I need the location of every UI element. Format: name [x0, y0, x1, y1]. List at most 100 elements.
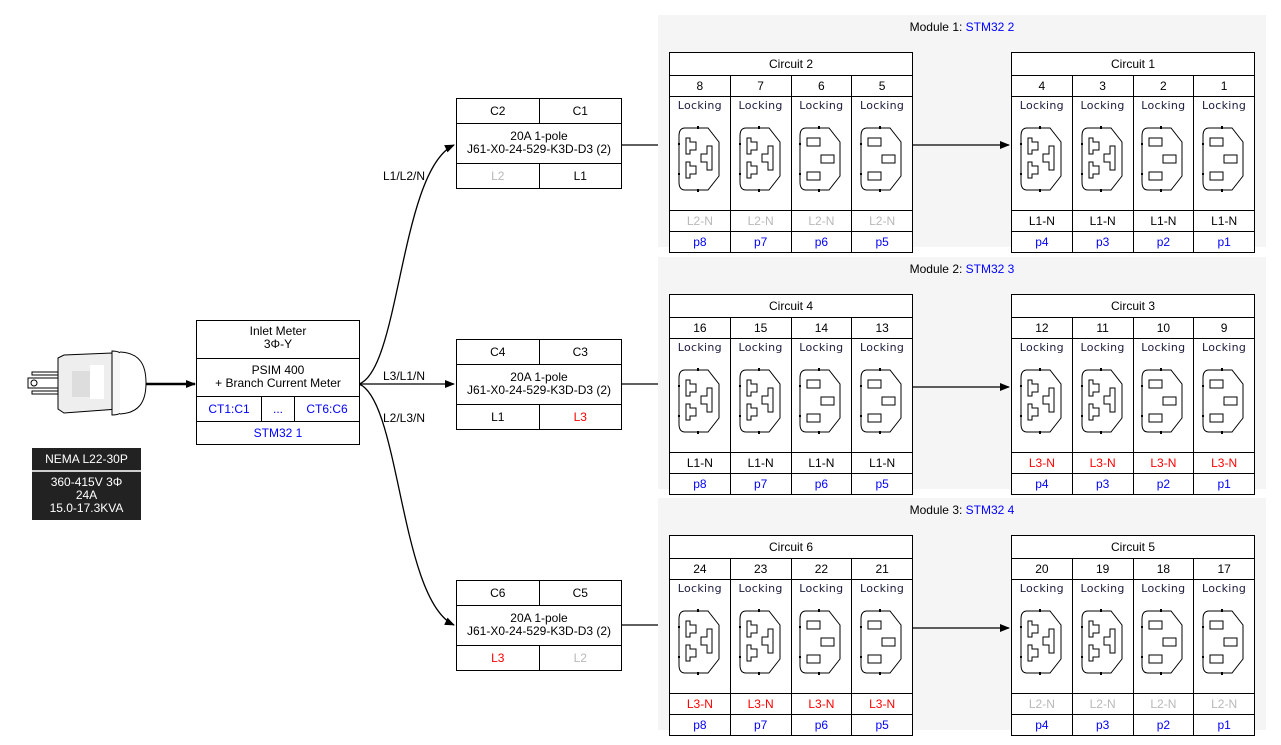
outlet-number: 5	[852, 76, 912, 97]
outlet-phase: L3-N	[1072, 453, 1133, 474]
outlet-phase: L3-N	[791, 694, 852, 715]
outlet-port-link[interactable]: p5	[875, 477, 889, 491]
outlet-port-link[interactable]: p2	[1156, 477, 1171, 491]
outlet-number: 13	[852, 318, 912, 339]
breaker-left-id: C6	[457, 581, 540, 605]
ct-ellipsis-link[interactable]: ...	[262, 397, 295, 421]
circuit-link-arrow	[913, 141, 1010, 149]
outlet-4[interactable]: 4 Locking L1-N p4	[1012, 76, 1073, 252]
outlet-port-link[interactable]: p7	[753, 718, 768, 732]
outlet-port-link[interactable]: p5	[875, 235, 889, 249]
outlet-type: Locking	[860, 341, 905, 354]
outlet-7[interactable]: 7 Locking L2-N p7	[730, 76, 792, 252]
outlet-18[interactable]: 18 Locking L2-N p2	[1133, 559, 1195, 735]
outlet-2[interactable]: 2 Locking L1-N p2	[1133, 76, 1195, 252]
module-controller-link[interactable]: STM32 4	[965, 503, 1015, 517]
c19-locking-receptacle-icon	[670, 362, 730, 440]
outlet-port-link[interactable]: p1	[1217, 235, 1231, 249]
outlet-23[interactable]: 23 Locking L3-N p7	[730, 559, 792, 735]
module-title-prefix: Module 2:	[909, 262, 966, 276]
outlet-port-link[interactable]: p3	[1095, 235, 1110, 249]
module-controller-link[interactable]: STM32 3	[965, 262, 1015, 276]
circuit-link-arrow	[913, 624, 1010, 632]
c13-locking-receptacle-icon	[1134, 120, 1194, 198]
outlet-13[interactable]: 13 Locking L1-N p5	[852, 318, 912, 494]
breaker-rating: 20A 1-pole	[510, 611, 568, 625]
outlet-port-link[interactable]: p8	[693, 718, 707, 732]
outlet-number: 1	[1194, 76, 1254, 97]
outlet-number: 18	[1133, 559, 1194, 580]
outlet-number: 21	[852, 559, 912, 580]
breaker-left-phase: L3	[457, 646, 540, 670]
outlet-3[interactable]: 3 Locking L1-N p3	[1072, 76, 1134, 252]
outlet-port-link[interactable]: p4	[1035, 235, 1049, 249]
outlet-port-link[interactable]: p4	[1035, 718, 1049, 732]
outlet-phase: L3-N	[670, 694, 730, 715]
outlet-24[interactable]: 24 Locking L3-N p8	[670, 559, 731, 735]
outlet-port-link[interactable]: p4	[1035, 477, 1049, 491]
outlet-port-link[interactable]: p3	[1095, 718, 1110, 732]
breaker-3: C6 C5 20A 1-pole J61-X0-24-529-K3D-D3 (2…	[456, 580, 622, 671]
circuit-title: Circuit 4	[670, 295, 912, 318]
outlet-5[interactable]: 5 Locking L2-N p5	[852, 76, 912, 252]
outlet-21[interactable]: 21 Locking L3-N p5	[852, 559, 912, 735]
outlet-6[interactable]: 6 Locking L2-N p6	[791, 76, 853, 252]
outlet-1[interactable]: 1 Locking L1-N p1	[1194, 76, 1254, 252]
c19-locking-receptacle-icon	[1012, 362, 1072, 440]
outlet-phase: L1-N	[791, 453, 852, 474]
outlet-number: 16	[670, 318, 730, 339]
c19-locking-receptacle-icon	[731, 362, 791, 440]
meter-title: Inlet Meter	[249, 324, 307, 338]
outlet-port-link[interactable]: p1	[1217, 477, 1231, 491]
outlet-port-link[interactable]: p3	[1095, 477, 1110, 491]
outlet-port-link[interactable]: p8	[693, 235, 707, 249]
breaker-right-id: C3	[572, 345, 588, 359]
outlet-port-link[interactable]: p6	[814, 477, 829, 491]
outlet-port-link[interactable]: p2	[1156, 235, 1171, 249]
outlet-17[interactable]: 17 Locking L2-N p1	[1194, 559, 1254, 735]
outlet-number: 17	[1194, 559, 1254, 580]
outlet-phase: L3-N	[1012, 453, 1072, 474]
circuit-table: Circuit 3 12 Locking L3-N p4 11	[1011, 294, 1255, 495]
outlet-14[interactable]: 14 Locking L1-N p6	[791, 318, 853, 494]
outlet-type: Locking	[1080, 99, 1125, 112]
outlet-port-link[interactable]: p6	[814, 718, 829, 732]
outlet-9[interactable]: 9 Locking L3-N p1	[1194, 318, 1254, 494]
outlet-type: Locking	[1080, 341, 1125, 354]
circuit-link-arrow	[913, 383, 1010, 391]
meter-controller-link[interactable]: STM32 1	[253, 426, 303, 440]
plug-power: 15.0-17.3KVA	[49, 501, 124, 515]
outlet-22[interactable]: 22 Locking L3-N p6	[791, 559, 853, 735]
outlet-20[interactable]: 20 Locking L2-N p4	[1012, 559, 1073, 735]
outlet-number: 7	[730, 76, 791, 97]
circuit-table: Circuit 6 24 Locking L3-N p8 23	[669, 535, 913, 736]
outlet-15[interactable]: 15 Locking L1-N p7	[730, 318, 792, 494]
module-controller-link[interactable]: STM32 2	[965, 20, 1015, 34]
circuit-table: Circuit 5 20 Locking L2-N p4 19	[1011, 535, 1255, 736]
outlet-8[interactable]: 8 Locking L2-N p8	[670, 76, 731, 252]
outlet-10[interactable]: 10 Locking L3-N p2	[1133, 318, 1195, 494]
outlet-port-link[interactable]: p8	[693, 477, 707, 491]
outlet-phase: L2-N	[1133, 694, 1194, 715]
outlet-port-link[interactable]: p7	[753, 235, 768, 249]
outlet-11[interactable]: 11 Locking L3-N p3	[1072, 318, 1134, 494]
outlet-port-link[interactable]: p5	[875, 718, 889, 732]
c19-locking-receptacle-icon	[731, 603, 791, 681]
breaker-part-number: J61-X0-24-529-K3D-D3 (2)	[466, 624, 612, 638]
outlet-19[interactable]: 19 Locking L2-N p3	[1072, 559, 1134, 735]
outlet-port-link[interactable]: p6	[814, 235, 829, 249]
outlet-12[interactable]: 12 Locking L3-N p4	[1012, 318, 1073, 494]
outlet-number: 15	[730, 318, 791, 339]
outlet-number: 8	[670, 76, 730, 97]
ct-last-link[interactable]: CT6:C6	[306, 402, 348, 416]
breaker-part-number: J61-X0-24-529-K3D-D3 (2)	[466, 383, 612, 397]
ct-first-link[interactable]: CT1:C1	[197, 397, 262, 421]
outlet-type: Locking	[1141, 582, 1186, 595]
outlet-16[interactable]: 16 Locking L1-N p8	[670, 318, 731, 494]
circuit-table: Circuit 4 16 Locking L1-N p8 15	[669, 294, 913, 495]
outlet-port-link[interactable]: p1	[1217, 718, 1231, 732]
circuit-title: Circuit 6	[670, 536, 912, 559]
outlet-port-link[interactable]: p2	[1156, 718, 1171, 732]
module-1: Module 1: STM32 2 Circuit 2 8 Locking	[658, 15, 1266, 253]
outlet-port-link[interactable]: p7	[753, 477, 768, 491]
